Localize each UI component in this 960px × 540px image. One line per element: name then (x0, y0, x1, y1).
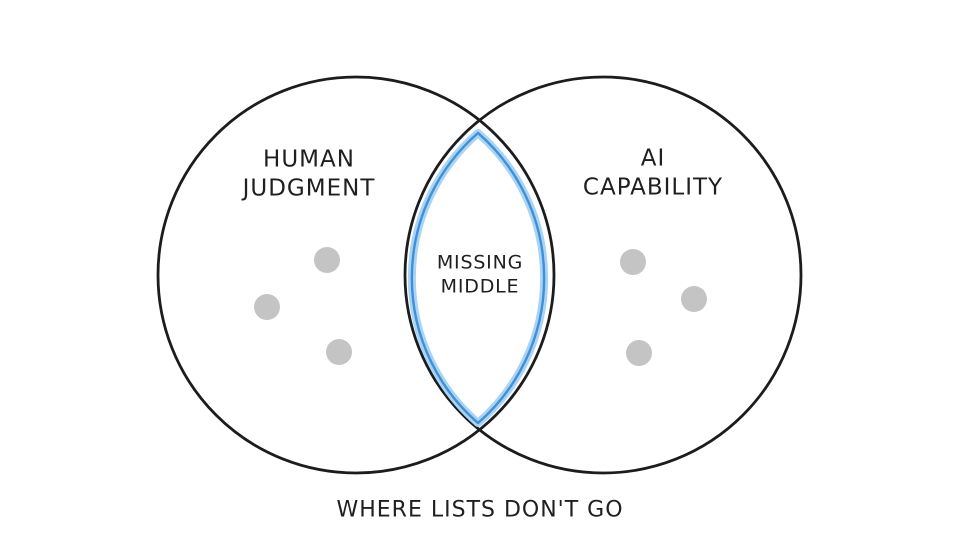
right-dot (620, 249, 646, 275)
right-dot (681, 286, 707, 312)
right-circle (403, 75, 803, 475)
left-circle-label: HUMAN JUDGMENT (242, 146, 376, 202)
right-dot (626, 340, 652, 366)
left-circle (156, 75, 556, 475)
diagram-caption: WHERE LISTS DON'T GO (336, 497, 624, 523)
missing-middle-lens-outline (410, 131, 546, 425)
right-circle-label: AI CAPABILITY (582, 145, 724, 201)
left-dot (254, 294, 280, 320)
left-dot (326, 339, 352, 365)
intersection-label: MISSING MIDDLE (436, 251, 524, 298)
left-dot (314, 247, 340, 273)
